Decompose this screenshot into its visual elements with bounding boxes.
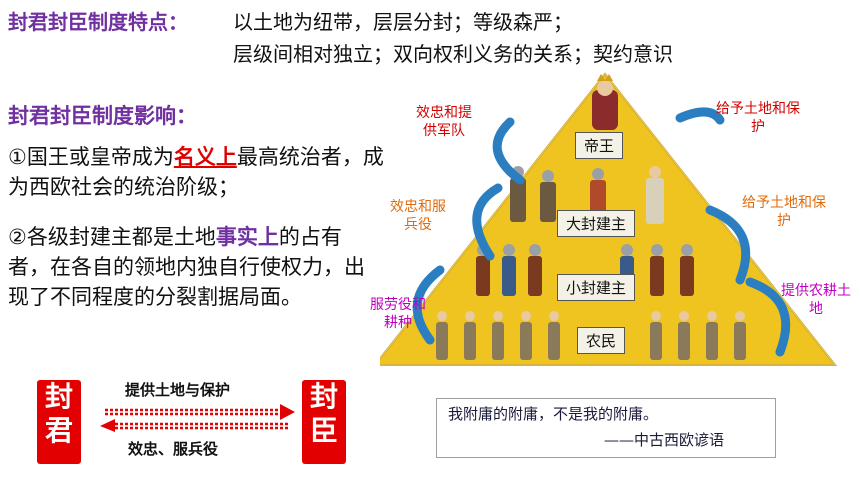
arrow-left-icon xyxy=(100,419,290,432)
point1-highlight: 名义上 xyxy=(173,145,237,169)
features-line-1: 以土地为纽带，层层分封；等级森严； xyxy=(233,10,573,34)
arrow-label-bottom: 效忠、服兵役 xyxy=(128,440,219,458)
quote-text: 我附庸的附庸，不是我的附庸。 xyxy=(448,405,659,423)
point1-suffix: 最高统治者，成为西欧社会的统治阶级； xyxy=(8,145,384,199)
quote-source: ——中古西欧谚语 xyxy=(604,431,725,449)
left-note-1: 效忠和提供军队 xyxy=(416,105,472,139)
arrow-right-icon xyxy=(105,404,295,420)
lord-box: 封君 xyxy=(37,380,81,464)
level-label-king: 帝王 xyxy=(575,132,624,159)
features-heading: 封君封臣制度特点： xyxy=(8,10,188,34)
right-note-3: 提供农耕土地 xyxy=(781,283,851,317)
point1-prefix: ①国王或皇帝成为 xyxy=(8,145,174,169)
impact-heading: 封君封臣制度影响： xyxy=(8,104,197,128)
impact-point-2: ②各级封建主都是土地事实上的占有者，在各自的领地内独自行使权力，出现了不同程度的… xyxy=(8,222,378,312)
quote-box xyxy=(436,398,776,458)
point2-highlight: 事实上 xyxy=(215,225,279,249)
point2-prefix: ②各级封建主都是土地 xyxy=(8,225,216,249)
level-label-lesser-lords: 小封建主 xyxy=(557,274,636,301)
vassal-box: 封臣 xyxy=(302,380,346,464)
right-note-1: 给予土地和保护 xyxy=(716,101,800,135)
impact-point-1: ①国王或皇帝成为名义上最高统治者，成为西欧社会的统治阶级； xyxy=(8,142,388,202)
left-note-3: 服劳役和耕种 xyxy=(370,297,426,331)
features-line-2: 层级间相对独立；双向权利义务的关系；契约意识 xyxy=(233,42,673,66)
level-label-great-lords: 大封建主 xyxy=(557,210,636,237)
double-arrows xyxy=(100,404,295,432)
king-figure-icon xyxy=(592,74,618,130)
flow-arrows-icon xyxy=(412,107,791,357)
arrow-label-top: 提供土地与保护 xyxy=(125,381,231,399)
point2-suffix: 的占有者，在各自的领地内独自行使权力，出现了不同程度的分裂割据局面。 xyxy=(8,225,365,309)
right-note-2: 给予土地和保护 xyxy=(742,195,826,229)
peasants-figures-icon xyxy=(436,311,746,360)
level-label-peasants: 农民 xyxy=(577,327,626,354)
left-note-2: 效忠和服兵役 xyxy=(390,199,446,233)
